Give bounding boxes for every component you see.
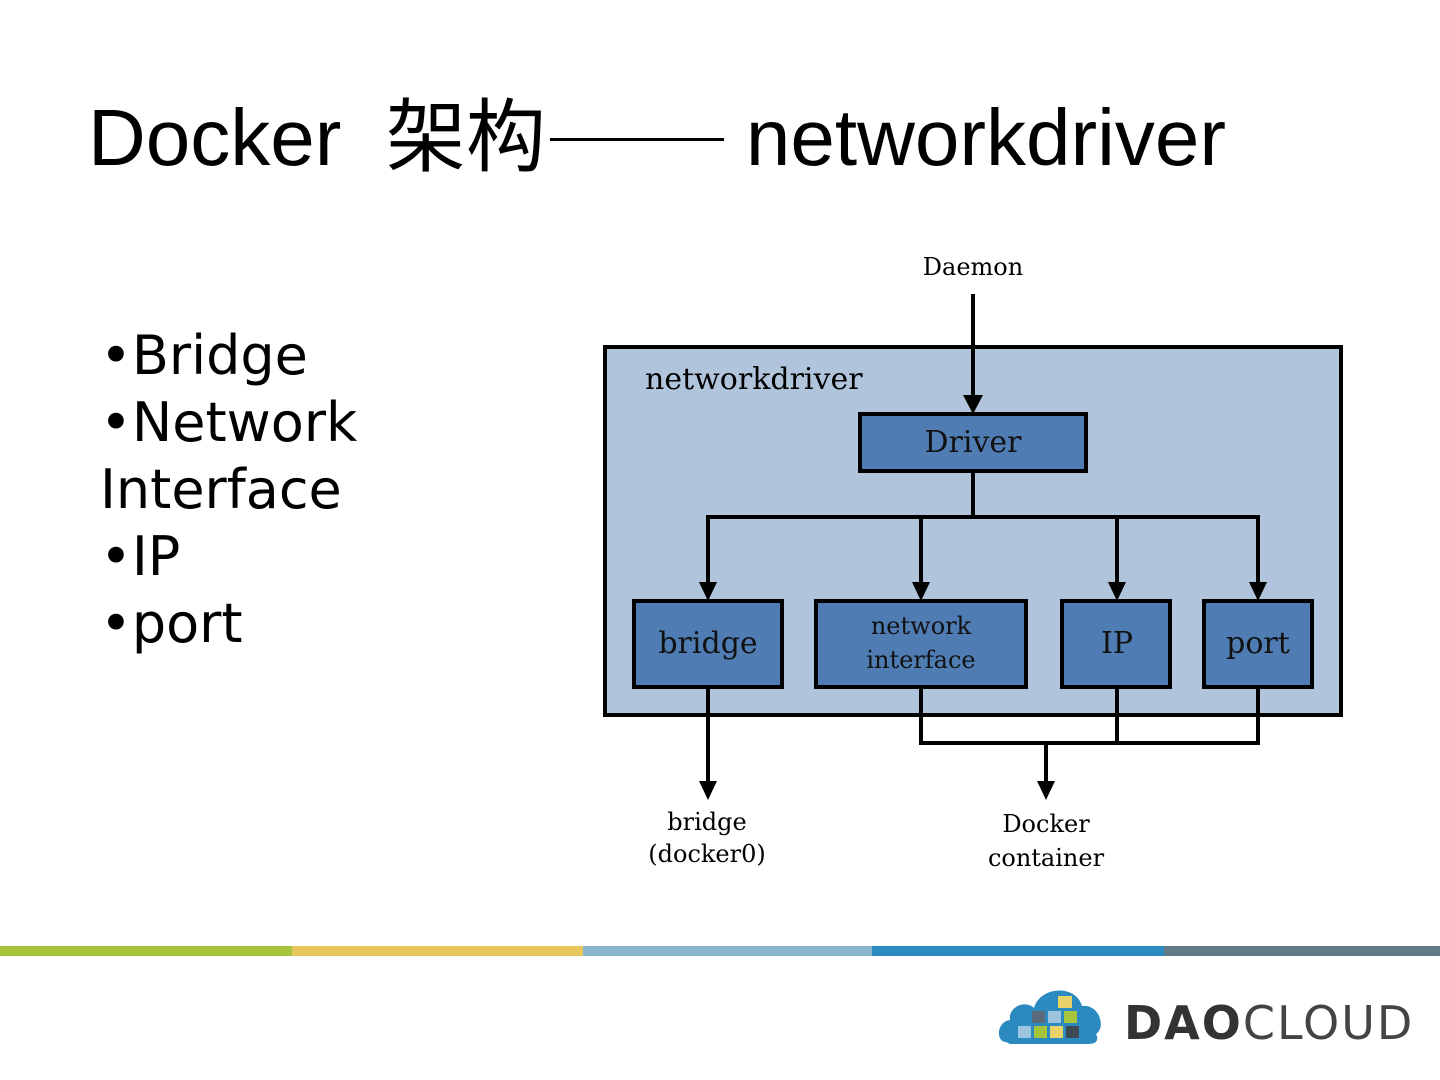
network-diagram: networkdriver Daemon Driver bridge netwo… <box>603 253 1343 872</box>
container-output-label-1: Docker <box>1002 810 1090 838</box>
slide-title: Docker 架构 networkdriver <box>88 88 1226 188</box>
bridge-output-label-2: (docker0) <box>648 840 765 868</box>
container-label: networkdriver <box>645 362 863 397</box>
bullet-item: •Bridge <box>100 324 308 387</box>
arrowhead-bridge <box>699 582 717 601</box>
component-box-bridge <box>632 599 784 689</box>
title-cjk: 架构 <box>385 91 546 184</box>
daocloud-wordmark: DAOCLOUD <box>1124 995 1414 1051</box>
bullet-item: Interface <box>100 458 342 521</box>
footer-stripe-slate <box>1164 946 1440 956</box>
bridge-output-label-1: bridge <box>667 808 746 836</box>
component-label-network: network <box>871 612 972 640</box>
component-box-ip <box>1060 599 1172 689</box>
title-docker: Docker <box>88 93 342 182</box>
arrowhead-port <box>1249 582 1267 601</box>
title-dash <box>549 138 724 142</box>
component-label-ip: IP <box>1101 626 1133 661</box>
component-label-port: port <box>1226 626 1290 661</box>
footer-stripe-green <box>0 946 292 956</box>
bullet-item: •Network <box>100 391 358 454</box>
bullet-list: •Bridge •Network Interface •IP •port <box>100 322 357 657</box>
bullet-item: •port <box>100 592 243 655</box>
component-label-bridge: bridge <box>658 626 757 661</box>
daemon-arrowhead <box>963 395 983 414</box>
arrowhead-netif <box>912 582 930 601</box>
logo-text-light: CLOUD <box>1242 996 1415 1050</box>
container-output-arrowhead <box>1037 781 1055 800</box>
footer-stripe-yellow <box>292 946 583 956</box>
footer-stripe-blue <box>872 946 1164 956</box>
container-output-label-2: container <box>988 844 1105 872</box>
logo-text-bold: DAO <box>1124 996 1243 1050</box>
bridge-output-arrowhead <box>699 781 717 800</box>
component-label-interface: interface <box>866 646 975 674</box>
driver-label: Driver <box>924 425 1022 460</box>
bullet-item: •IP <box>100 525 181 588</box>
footer-stripe-lightblue <box>583 946 872 956</box>
component-box-port <box>1202 599 1314 689</box>
arrowhead-ip <box>1108 582 1126 601</box>
cloud-icon <box>998 990 1101 1044</box>
daocloud-logo <box>998 990 1101 1044</box>
title-networkdriver: networkdriver <box>745 93 1227 182</box>
daemon-label: Daemon <box>923 253 1023 281</box>
